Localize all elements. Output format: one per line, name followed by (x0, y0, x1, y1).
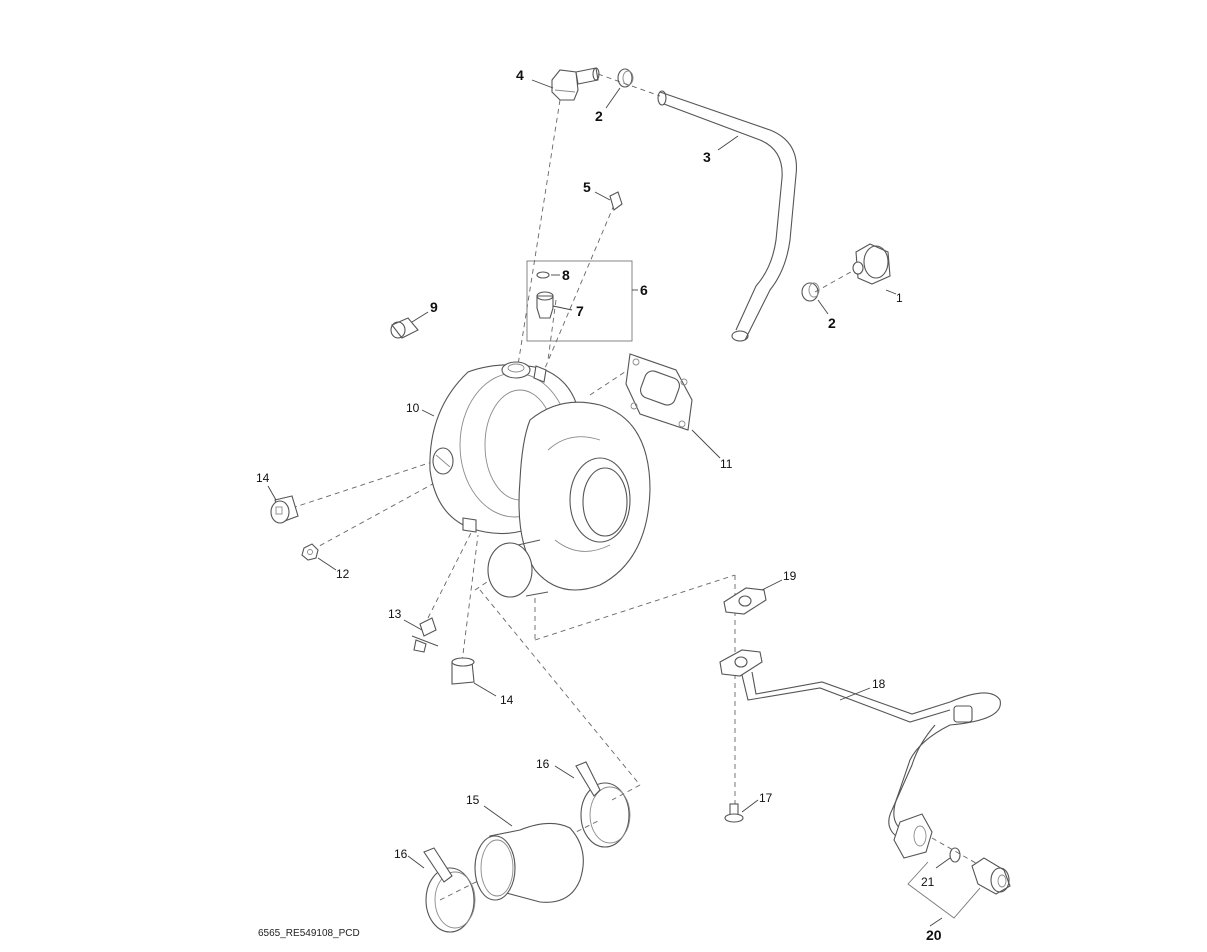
callout-19: 19 (783, 569, 797, 583)
callout-4: 4 (516, 67, 524, 83)
callout-labels: 4 2 3 5 8 6 7 9 1 2 10 11 14 12 13 14 19… (256, 67, 942, 943)
part-11-gasket[interactable] (625, 353, 693, 431)
callout-5: 5 (583, 179, 591, 195)
part-3-hose[interactable] (657, 90, 798, 342)
part-13-sensor[interactable] (411, 617, 439, 653)
part-21-o-ring[interactable] (949, 847, 961, 863)
callout-11: 11 (720, 457, 733, 471)
callout-20: 20 (926, 927, 942, 943)
part-16-hose-clamp-lower[interactable] (423, 847, 476, 933)
callout-12: 12 (336, 567, 350, 581)
callout-2-top: 2 (595, 108, 603, 124)
callout-18: 18 (872, 677, 886, 691)
callout-8: 8 (562, 267, 570, 283)
part-14-cap-left[interactable] (270, 495, 299, 524)
callout-13: 13 (388, 607, 402, 621)
part-6-kit-group-box (526, 260, 633, 342)
part-7-fitting[interactable] (536, 291, 554, 319)
callout-14-left: 14 (256, 471, 270, 485)
part-17-cap-screw[interactable] (724, 803, 744, 823)
callout-9: 9 (430, 299, 438, 315)
part-5-fitting[interactable] (609, 191, 623, 211)
part-16-hose-clamp-upper[interactable] (575, 761, 631, 848)
part-2-hose-clamp-lower[interactable] (801, 282, 820, 302)
leader-lines (267, 79, 951, 927)
part-2-hose-clamp-top[interactable] (617, 68, 634, 88)
callout-15: 15 (466, 793, 480, 807)
part-10-turbocharger[interactable] (429, 361, 651, 598)
callout-16-lower: 16 (394, 847, 408, 861)
callout-3: 3 (703, 149, 711, 165)
callout-10: 10 (406, 401, 420, 415)
part-12-nut[interactable] (301, 543, 319, 561)
part-20-group-bracket (907, 861, 981, 919)
callout-7: 7 (576, 303, 584, 319)
callout-21: 21 (921, 875, 935, 889)
part-1-fitting[interactable] (852, 243, 891, 285)
part-14-cap-lower[interactable] (451, 657, 475, 685)
callout-16-upper: 16 (536, 757, 550, 771)
part-8-o-ring[interactable] (536, 271, 550, 279)
part-18-oil-line[interactable] (719, 649, 1001, 859)
part-15-hose[interactable] (474, 822, 584, 903)
part-19-gasket[interactable] (723, 587, 767, 615)
part-4-elbow-fitting[interactable] (551, 67, 600, 101)
part-9-cap[interactable] (390, 317, 419, 339)
callout-6: 6 (640, 282, 648, 298)
callout-17: 17 (759, 791, 773, 805)
figure-id: 6565_RE549108_PCD (258, 928, 360, 939)
callout-1: 1 (896, 291, 903, 305)
part-20-fitting[interactable] (971, 857, 1011, 895)
callout-2-lower: 2 (828, 315, 836, 331)
callout-14-lower: 14 (500, 693, 514, 707)
